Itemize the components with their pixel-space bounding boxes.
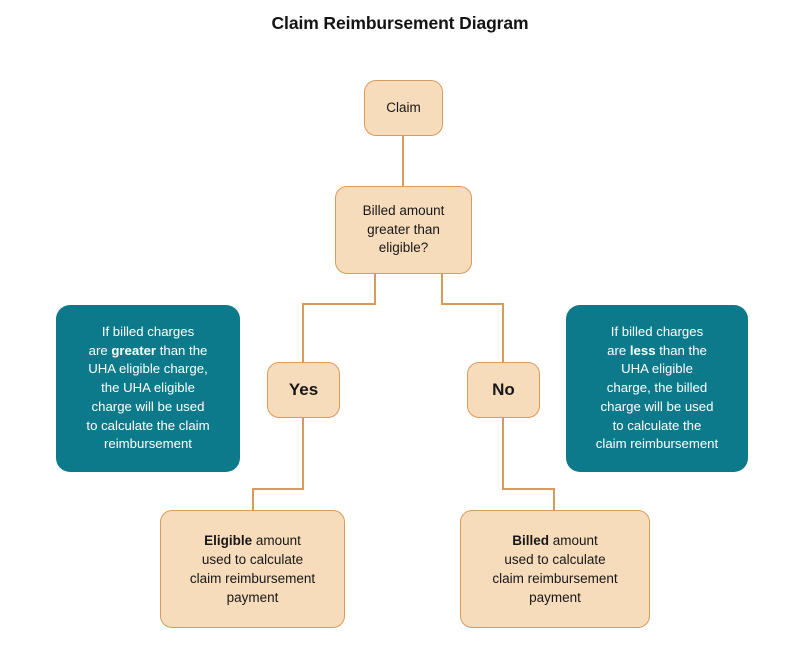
outcome-eligible-line-3: claim reimbursement bbox=[189, 571, 316, 586]
connector-into-yes bbox=[302, 303, 304, 363]
outcome-billed-line-2: used to calculate bbox=[504, 551, 606, 567]
note-greater-text: If billed charges are greater than the U… bbox=[76, 323, 219, 454]
note-less-line-4: charge, the billed bbox=[606, 380, 708, 396]
note-greater-line-6: to calculate the claim bbox=[86, 417, 210, 433]
node-decision-label: Billed amount greater than eligible? bbox=[355, 202, 453, 257]
node-branch-no[interactable]: No bbox=[467, 362, 540, 418]
outcome-billed-line-4: payment bbox=[529, 590, 581, 606]
note-greater-charges: If billed charges are greater than the U… bbox=[56, 305, 240, 472]
note-less-line-6: to calculate the bbox=[612, 417, 702, 433]
connector-yes-to-eligible-horizontal bbox=[252, 488, 304, 490]
emphasis-billed: Billed bbox=[512, 532, 549, 548]
page-title: Claim Reimbursement Diagram bbox=[271, 13, 529, 33]
emphasis-eligible: Eligible bbox=[204, 532, 253, 548]
note-less-line-7: claim reimbursement bbox=[595, 436, 719, 452]
connector-into-eligible bbox=[252, 488, 254, 511]
note-greater-line-5: charge will be used bbox=[91, 398, 205, 414]
node-claim[interactable]: Claim bbox=[364, 80, 443, 136]
connector-claim-to-decision bbox=[402, 135, 404, 187]
outcome-billed-line-1: Billed amount bbox=[512, 532, 598, 548]
node-outcome-billed-label: Billed amount used to calculate claim re… bbox=[482, 531, 627, 608]
node-outcome-eligible[interactable]: Eligible amount used to calculate claim … bbox=[160, 510, 345, 628]
connector-decision-yes-horizontal bbox=[303, 303, 376, 305]
connector-decision-no-horizontal bbox=[441, 303, 503, 305]
outcome-billed-line-3: claim reimbursement bbox=[492, 571, 618, 586]
note-greater-line-3: UHA eligible charge, bbox=[88, 361, 208, 377]
outcome-eligible-line-4: payment bbox=[226, 590, 279, 606]
note-greater-line-4: the UHA eligible bbox=[101, 380, 195, 396]
note-less-line-5: charge will be used bbox=[600, 398, 714, 414]
emphasis-less: less bbox=[629, 342, 656, 358]
connector-into-billed bbox=[553, 488, 555, 511]
decision-line-3: eligible? bbox=[378, 240, 429, 256]
node-decision-billed-vs-eligible[interactable]: Billed amount greater than eligible? bbox=[335, 186, 472, 274]
node-branch-yes[interactable]: Yes bbox=[267, 362, 340, 418]
note-less-line-1: If billed charges bbox=[610, 323, 704, 339]
connector-decision-yes-stem bbox=[374, 273, 376, 304]
connector-yes-down bbox=[302, 417, 304, 489]
connector-no-to-billed-horizontal bbox=[502, 488, 555, 490]
decision-line-1: Billed amount bbox=[362, 203, 445, 219]
node-branch-yes-label: Yes bbox=[288, 380, 319, 400]
note-less-text: If billed charges are less than the UHA … bbox=[586, 323, 728, 454]
note-greater-line-7: reimbursement bbox=[104, 436, 192, 452]
outcome-eligible-line-1: Eligible amount bbox=[204, 532, 301, 548]
node-claim-label: Claim bbox=[386, 99, 421, 115]
node-outcome-eligible-label: Eligible amount used to calculate claim … bbox=[180, 531, 325, 608]
connector-no-down bbox=[502, 417, 504, 489]
note-greater-line-2: are greater than the bbox=[88, 342, 208, 358]
note-less-charges: If billed charges are less than the UHA … bbox=[566, 305, 748, 472]
connector-decision-no-stem bbox=[441, 273, 443, 304]
note-less-line-3: UHA eligible bbox=[621, 361, 693, 377]
connector-into-no bbox=[502, 303, 504, 363]
note-greater-line-1: If billed charges bbox=[101, 323, 195, 339]
node-branch-no-label: No bbox=[492, 380, 515, 400]
decision-line-2: greater than bbox=[367, 221, 440, 237]
node-outcome-billed[interactable]: Billed amount used to calculate claim re… bbox=[460, 510, 650, 628]
outcome-eligible-line-2: used to calculate bbox=[201, 551, 304, 567]
emphasis-greater: greater bbox=[111, 342, 157, 358]
note-less-line-2: are less than the bbox=[607, 342, 707, 358]
